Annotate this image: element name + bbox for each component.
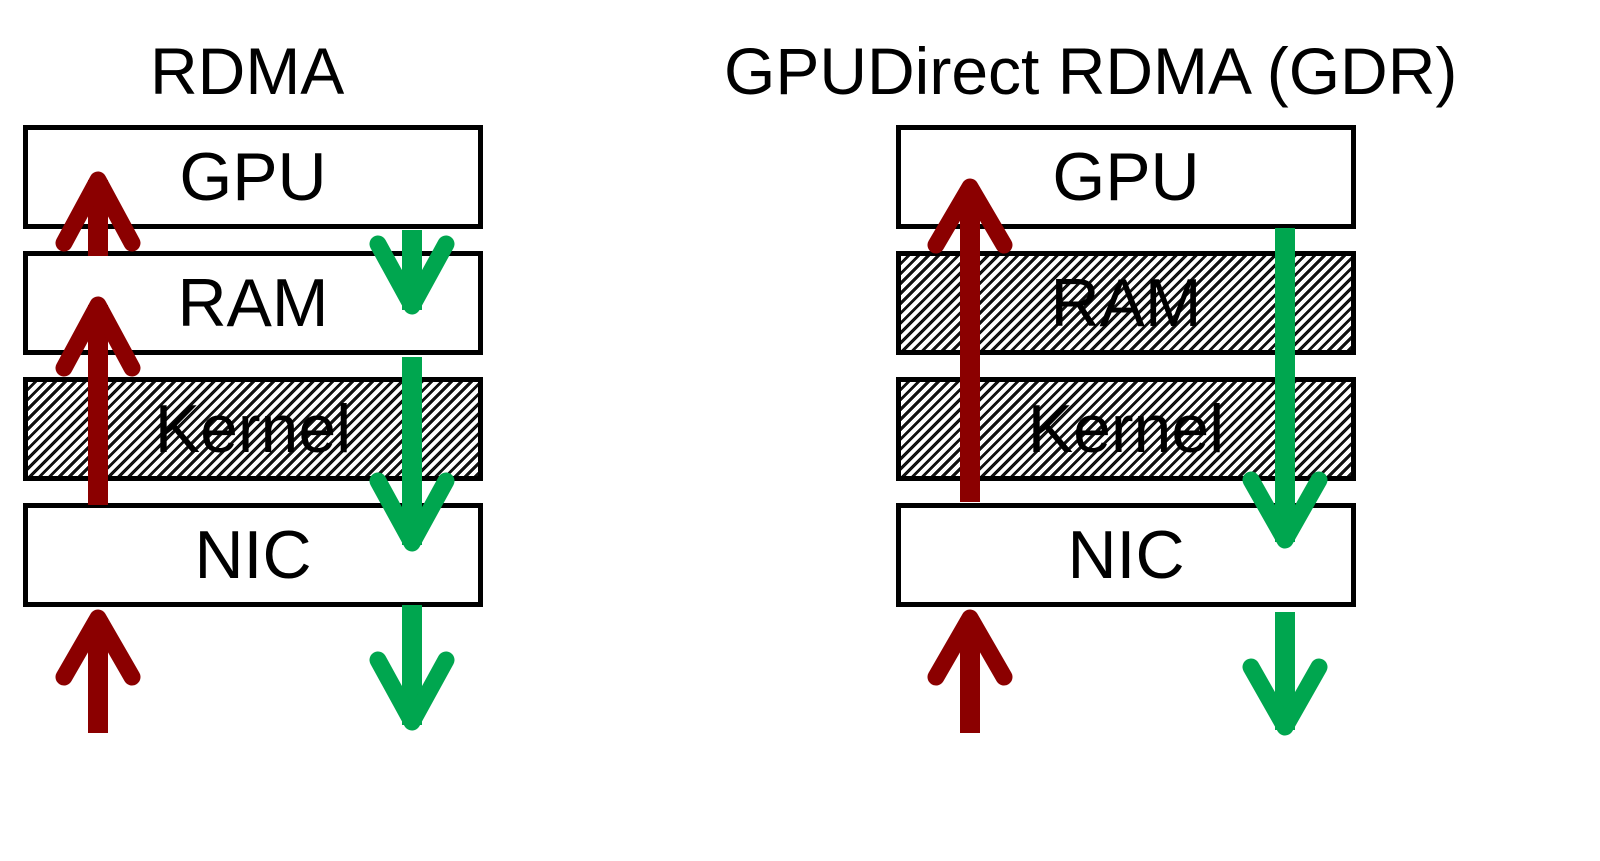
rdma-title: RDMA [150, 34, 345, 108]
gdr-nic-label: NIC [1067, 517, 1185, 593]
gdr-ram-label: RAM [1050, 265, 1202, 341]
gdr-nic-layer: NIC [896, 503, 1356, 607]
rdma-kernel-layer: Kernel [23, 377, 483, 481]
gdr-ram-layer: RAM [896, 251, 1356, 355]
gdr-up-arrow-below-nic [927, 609, 1013, 733]
rdma-kernel-label: Kernel [154, 391, 352, 467]
rdma-nic-layer: NIC [23, 503, 483, 607]
rdma-down-arrow-below-nic [369, 605, 455, 731]
gdr-kernel-layer: Kernel [896, 377, 1356, 481]
rdma-ram-layer: RAM [23, 251, 483, 355]
rdma-up-arrow-below-nic [55, 609, 141, 733]
gdr-gpu-label: GPU [1052, 139, 1200, 215]
rdma-nic-label: NIC [194, 517, 312, 593]
rdma-gpu-layer: GPU [23, 125, 483, 229]
gdr-down-arrow-below-nic [1242, 612, 1328, 736]
rdma-gpu-label: GPU [179, 139, 327, 215]
gdr-gpu-layer: GPU [896, 125, 1356, 229]
rdma-ram-label: RAM [177, 265, 329, 341]
gdr-kernel-label: Kernel [1027, 391, 1225, 467]
gdr-title: GPUDirect RDMA (GDR) [724, 34, 1458, 108]
